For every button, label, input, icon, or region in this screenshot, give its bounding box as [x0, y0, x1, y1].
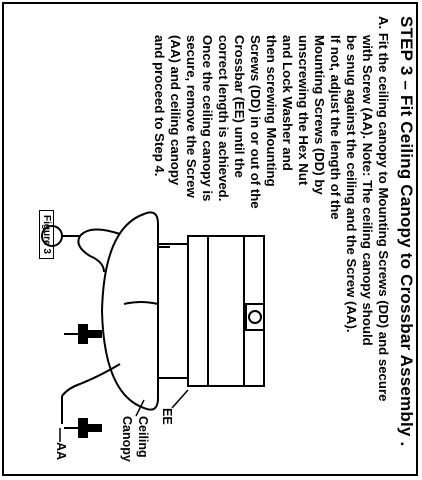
label-ceiling: Ceiling [136, 416, 150, 458]
page-frame: STEP 3 – Fit Ceiling Canopy to Crossbar … [2, 2, 418, 476]
ceiling-canopy [100, 211, 159, 411]
label-aa: AA [54, 442, 68, 461]
wire-ball [41, 225, 63, 247]
screw-aa-right [88, 424, 102, 432]
canopy-diagram [41, 211, 265, 442]
figure-label: Figure 3 [39, 210, 54, 259]
rotated-content: STEP 3 – Fit Ceiling Canopy to Crossbar … [4, 4, 420, 478]
label-canopy: Canopy [120, 416, 134, 462]
screw-aa-left [88, 330, 102, 338]
label-ee: EE [160, 408, 174, 425]
